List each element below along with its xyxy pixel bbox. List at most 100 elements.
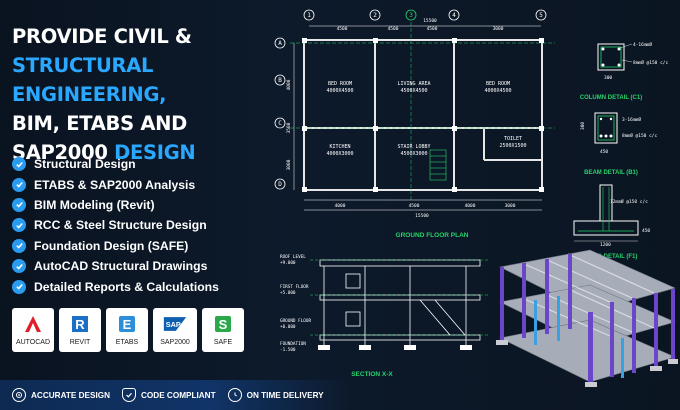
room-size: 4500X3000 bbox=[400, 151, 427, 157]
svg-text:S: S bbox=[219, 317, 228, 332]
software-label: SAFE bbox=[213, 339, 233, 346]
level-value: +9.000 bbox=[280, 260, 296, 266]
beam-width-label: 300 bbox=[580, 122, 586, 130]
plan-dim: 3500 bbox=[286, 122, 292, 133]
level-name: GROUND FLOOR bbox=[280, 318, 311, 324]
grid-column-labels bbox=[303, 9, 547, 21]
check-icon bbox=[12, 218, 26, 233]
plan-dim: 4500 bbox=[337, 26, 348, 32]
software-label: ETABS bbox=[115, 339, 139, 346]
check-icon bbox=[12, 157, 26, 172]
check-icon bbox=[12, 197, 26, 212]
plan-dim: 3000 bbox=[286, 159, 292, 170]
feature-label: AutoCAD Structural Drawings bbox=[34, 259, 208, 274]
level-value: +5.000 bbox=[280, 290, 296, 296]
software-tile-autocad: AUTOCAD bbox=[12, 308, 54, 352]
headline-line-4b: DESIGN bbox=[114, 141, 196, 164]
headline-line-4: SAP2000 DESIGN bbox=[12, 138, 282, 167]
plan-dim: 4000 bbox=[335, 203, 346, 209]
grid-col-label: 4 bbox=[452, 12, 456, 19]
plan-dim: 4500 bbox=[427, 26, 438, 32]
feature-label: ETABS & SAP2000 Analysis bbox=[34, 177, 196, 192]
column-detail-title: COLUMN DETAIL (C1) bbox=[580, 95, 642, 101]
grid-row-label: C bbox=[278, 120, 282, 127]
room-name: BED ROOM bbox=[486, 81, 510, 87]
software-tile-revit: R REVIT bbox=[59, 308, 101, 352]
feature-label: Detailed Reports & Calculations bbox=[34, 279, 219, 294]
room-size: 4000X4500 bbox=[326, 88, 353, 94]
room-size: 2500X1500 bbox=[499, 143, 526, 149]
section-title: SECTION X-X bbox=[351, 371, 393, 378]
footer-bar: ACCURATE DESIGN CODE COMPLIANT ON TIME D… bbox=[0, 380, 350, 410]
svg-text:SAP: SAP bbox=[166, 320, 181, 329]
check-icon bbox=[12, 259, 26, 274]
ground-floor-plan: 1 2 3 4 5 15500 4500 4500 4500 3000 A B bbox=[274, 9, 555, 239]
grid-row-label: A bbox=[278, 40, 282, 47]
feature-label: Foundation Design (SAFE) bbox=[34, 238, 189, 253]
feature-label: RCC & Steel Structure Design bbox=[34, 218, 207, 233]
room-name: STAIR LOBBY bbox=[397, 144, 430, 150]
section-drawing: ROOF LEVEL +9.000 FIRST FLOOR +5.000 GRO… bbox=[280, 254, 490, 378]
level-value: -1.500 bbox=[280, 347, 296, 353]
autocad-icon bbox=[21, 312, 45, 336]
3d-frame-model bbox=[496, 249, 678, 387]
footing-detail: 12mmØ @150 c/c 1200 450 FOOTING DETAIL (… bbox=[573, 184, 650, 260]
column-ties-label: 8mmØ @150 c/c bbox=[633, 59, 669, 66]
beam-detail-title: BEAM DETAIL (B1) bbox=[584, 170, 638, 176]
beam-depth-label: 450 bbox=[600, 149, 608, 155]
feature-item: BIM Modeling (Revit) bbox=[12, 195, 272, 215]
badge-compliant: CODE COMPLIANT bbox=[122, 388, 216, 402]
grid-row-label: B bbox=[278, 77, 282, 84]
room-name: KITCHEN bbox=[329, 144, 350, 150]
room-size: 4000X3000 bbox=[326, 151, 353, 157]
plan-dim: 4000 bbox=[465, 203, 476, 209]
plan-dim: 4500 bbox=[388, 26, 399, 32]
headline-line-3: BIM, ETABS AND bbox=[12, 112, 188, 135]
plan-total-dim: 15500 bbox=[423, 18, 437, 24]
room-name: LIVING AREA bbox=[397, 81, 430, 87]
room-size: 4000X4500 bbox=[484, 88, 511, 94]
room-size: 4500X4500 bbox=[400, 88, 427, 94]
feature-item: AutoCAD Structural Drawings bbox=[12, 256, 272, 276]
svg-text:E: E bbox=[123, 317, 132, 332]
feature-list: Structural Design ETABS & SAP2000 Analys… bbox=[12, 154, 272, 297]
check-icon bbox=[12, 238, 26, 253]
grid-col-label: 5 bbox=[539, 12, 543, 19]
grid-col-label: 2 bbox=[373, 12, 377, 19]
feature-item: ETABS & SAP2000 Analysis bbox=[12, 174, 272, 194]
level-name: FOUNDATION bbox=[280, 341, 306, 347]
software-logos: AUTOCAD R REVIT E ETABS SAP SAP2000 S SA… bbox=[12, 308, 244, 352]
sap2000-icon: SAP bbox=[163, 312, 187, 336]
grid-col-label: 1 bbox=[307, 12, 311, 19]
grid-col-label: 3 bbox=[409, 12, 413, 19]
beam-detail: 3-16mmØ 8mmØ @150 c/c 300 450 BEAM DETAI… bbox=[580, 112, 658, 176]
headline-line-1: PROVIDE CIVIL & bbox=[12, 25, 192, 48]
feature-item: RCC & Steel Structure Design bbox=[12, 215, 272, 235]
headline-line-4a: SAP2000 bbox=[12, 141, 115, 164]
room-name: TOILET bbox=[504, 136, 522, 142]
safe-icon: S bbox=[211, 312, 235, 336]
software-label: SAP2000 bbox=[160, 339, 190, 346]
level-value: +0.000 bbox=[280, 324, 296, 330]
check-icon bbox=[12, 177, 26, 192]
software-tile-safe: S SAFE bbox=[202, 308, 244, 352]
check-icon bbox=[12, 279, 26, 294]
badge-label: ON TIME DELIVERY bbox=[246, 390, 324, 400]
column-detail: 4-16mmØ 8mmØ @150 c/c 300 COLUMN DETAIL … bbox=[580, 41, 669, 101]
revit-icon: R bbox=[68, 312, 92, 336]
beam-ties-label: 8mmØ @150 c/c bbox=[622, 132, 658, 139]
badge-label: ACCURATE DESIGN bbox=[31, 390, 110, 400]
plan-dim: 4000 bbox=[286, 79, 292, 90]
cad-drawings: 1 2 3 4 5 15500 4500 4500 4500 3000 A B bbox=[274, 9, 678, 387]
clock-icon bbox=[227, 388, 242, 402]
plan-dim: 3000 bbox=[505, 203, 516, 209]
badge-label: CODE COMPLIANT bbox=[141, 390, 216, 400]
software-tile-sap2000: SAP SAP2000 bbox=[153, 308, 197, 352]
badge-accurate: ACCURATE DESIGN bbox=[12, 388, 110, 402]
plan-title: GROUND FLOOR PLAN bbox=[396, 232, 469, 239]
room-name: BED ROOM bbox=[328, 81, 352, 87]
svg-text:R: R bbox=[75, 317, 85, 332]
beam-bars-label: 3-16mmØ bbox=[622, 116, 641, 123]
target-icon bbox=[12, 388, 26, 402]
